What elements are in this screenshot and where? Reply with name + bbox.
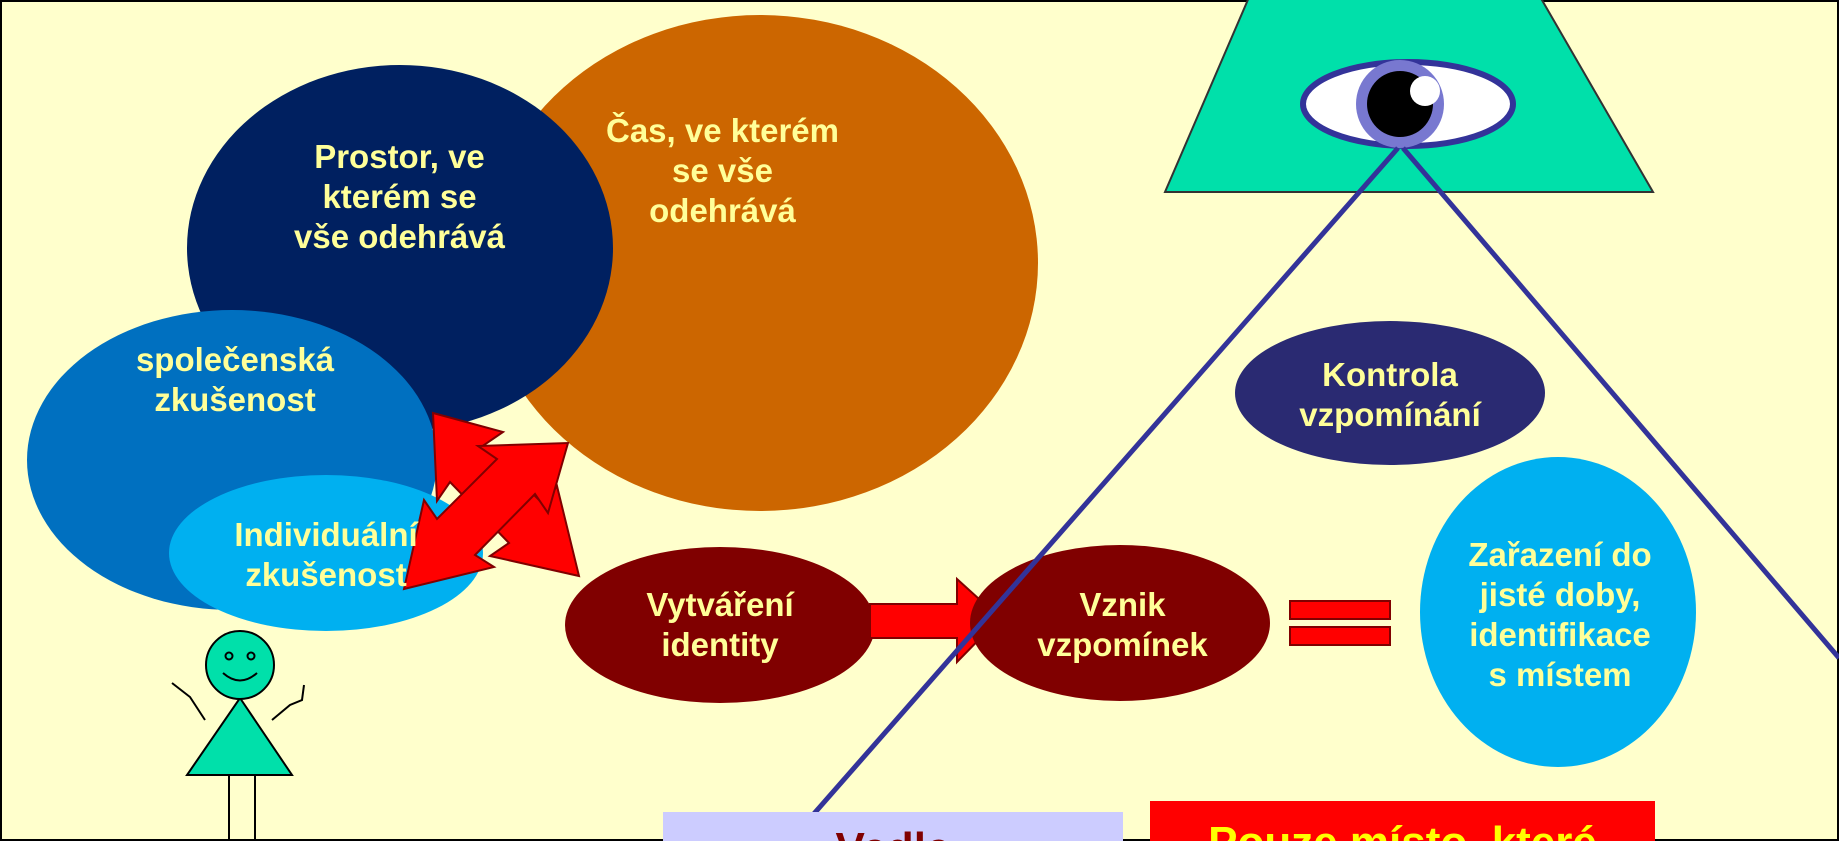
- identity-label: Vytváření identity: [646, 585, 794, 663]
- time-ellipse: [482, 15, 1038, 511]
- identity-ellipse: [565, 547, 875, 703]
- sight-line-right: [1401, 146, 1839, 660]
- bottom-right-text: Pouze místo, které: [1150, 821, 1655, 841]
- equals-icon: [1289, 600, 1391, 646]
- control-label: Kontrola vzpomínání: [1299, 355, 1481, 433]
- classification-label: Zařazení do jisté doby, identifikace s m…: [1468, 535, 1652, 694]
- bottom-right-box: Pouze místo, které: [1150, 801, 1655, 841]
- space-label: Prostor, ve kterém se vše odehrává: [294, 137, 505, 256]
- individual-label: Individuální zkušenost: [234, 515, 418, 593]
- double-arrow-icon: [402, 411, 581, 591]
- sight-line-left: [788, 146, 1400, 841]
- individual-ellipse: [169, 475, 483, 631]
- time-label: Čas, ve kterém se vše odehrává: [606, 111, 839, 230]
- eye-icon: [1300, 59, 1516, 149]
- stick-figure-icon: [171, 630, 305, 841]
- memories-ellipse: [970, 545, 1270, 701]
- control-ellipse: [1235, 321, 1545, 465]
- bottom-left-text: Vedle: [663, 827, 1123, 841]
- memories-label: Vznik vzpomínek: [1037, 585, 1208, 663]
- social-label: společenská zkušenost: [135, 340, 335, 418]
- bottom-left-box: Vedle: [663, 812, 1123, 841]
- classification-ellipse: [1420, 457, 1696, 767]
